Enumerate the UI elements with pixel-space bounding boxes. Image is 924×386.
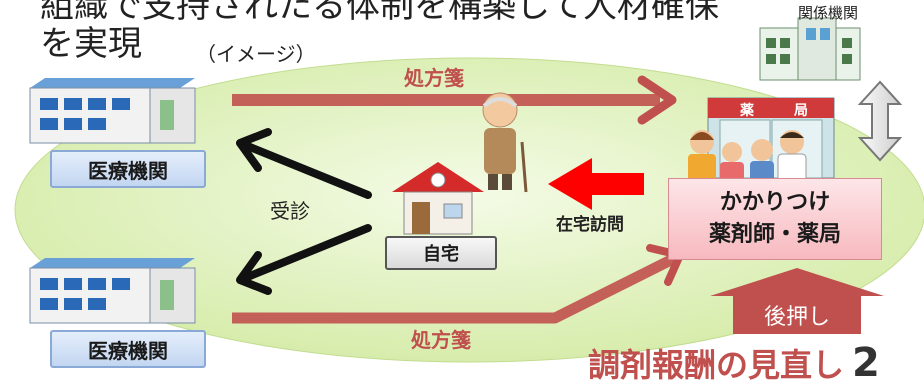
push-label: 後押し xyxy=(763,305,830,330)
title-line1-clipped: 組織で支持されたる体制を構築して人材確保 xyxy=(40,0,719,26)
pharmacy-sign-left: 薬 xyxy=(740,103,754,119)
elderly-patient-icon xyxy=(482,92,528,193)
pharmacy-box: かかりつけ 薬剤師・薬局 xyxy=(668,178,882,260)
hospital-box-2: 医療機関 xyxy=(50,330,206,368)
pharmacy-sign-right: 局 xyxy=(794,103,808,119)
push-arrow xyxy=(710,268,884,334)
double-arrow-vertical xyxy=(857,80,903,162)
hospital-building-icon xyxy=(29,78,196,144)
home-visit-arrow xyxy=(548,158,644,210)
page-fragment: 2 xyxy=(852,340,880,386)
title-line2: を実現 xyxy=(40,24,142,64)
home-house-icon xyxy=(392,162,484,235)
family-and-pharmacist-icon xyxy=(688,130,807,189)
home-visit-label: 在宅訪問 xyxy=(556,215,624,235)
prescription-label-top: 処方箋 xyxy=(404,66,464,90)
hospital-box-1: 医療機関 xyxy=(50,150,206,188)
related-institution-building-icon xyxy=(759,17,861,81)
prescription-arrow-top xyxy=(232,75,677,125)
prescription-label-bottom: 処方箋 xyxy=(411,328,471,352)
review-text: 調剤報酬の見直し xyxy=(588,346,845,384)
hospital-building-icon xyxy=(29,258,196,324)
consult-arrows xyxy=(236,128,372,295)
related-institution-label: 関係機関 xyxy=(798,4,859,22)
pharmacy-line1: かかりつけ xyxy=(719,190,831,215)
title-note: （イメージ） xyxy=(196,42,316,66)
home-box: 自宅 xyxy=(385,236,497,270)
consult-label: 受診 xyxy=(270,199,310,223)
pharmacy-line2: 薬剤師・薬局 xyxy=(708,222,841,247)
